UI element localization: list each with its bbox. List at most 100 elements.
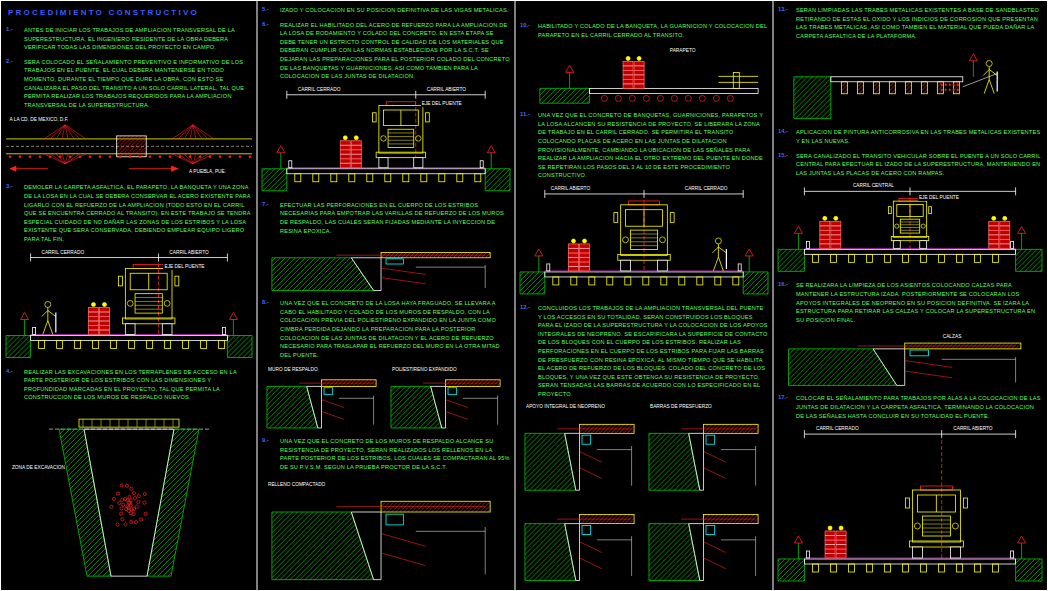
drawing-line bbox=[336, 506, 485, 507]
drawing-circle bbox=[953, 84, 955, 86]
drawing-line bbox=[681, 519, 755, 520]
drawing-line bbox=[630, 233, 657, 234]
drawing-rect bbox=[582, 525, 591, 534]
drawing-rect bbox=[909, 541, 963, 547]
drawing-line bbox=[339, 398, 374, 399]
drawing-line bbox=[704, 558, 726, 569]
drawing-line bbox=[99, 330, 109, 331]
drawing-line bbox=[388, 140, 414, 141]
illustration-section bbox=[778, 430, 1042, 581]
drawing-shape bbox=[520, 272, 545, 294]
step-text: APLICACION DE PINTURA ANTICORROSIVA EN L… bbox=[796, 128, 1042, 145]
drawing-shape bbox=[147, 429, 199, 576]
drawing-rect bbox=[679, 277, 685, 285]
drawing-line bbox=[718, 82, 758, 83]
drawing-rect bbox=[623, 79, 633, 88]
callout-label: CARRIL ABIERTO bbox=[168, 250, 209, 256]
drawing-line bbox=[110, 419, 111, 427]
drawing-rect bbox=[715, 277, 721, 285]
step-number: 6.- bbox=[262, 21, 269, 27]
callout-label: CARRIL CENTRAL bbox=[852, 183, 895, 189]
drawing-line bbox=[634, 74, 644, 75]
drawing-circle bbox=[921, 224, 925, 228]
drawing-shape bbox=[689, 524, 704, 581]
drawing-circle bbox=[137, 495, 140, 498]
drawing-rect bbox=[848, 564, 854, 572]
drawing-rect bbox=[289, 161, 292, 168]
drawing-rect bbox=[621, 205, 668, 256]
drawing-rect bbox=[938, 564, 944, 572]
drawing-rect bbox=[403, 174, 409, 182]
drawing-rect bbox=[697, 277, 703, 285]
drawing-rect bbox=[623, 61, 633, 70]
drawing-rect bbox=[351, 150, 361, 159]
drawing-shape bbox=[1016, 559, 1042, 581]
drawing-rect bbox=[553, 277, 559, 285]
drawing-rect bbox=[643, 277, 649, 285]
step-text: UNA VEZ QUE EL CONCRETO DE LOS MUROS DE … bbox=[280, 437, 510, 471]
drawing-circle bbox=[626, 56, 630, 60]
drawing-line bbox=[336, 255, 485, 256]
drawing-line bbox=[825, 535, 835, 536]
drawing-line bbox=[713, 257, 718, 271]
drawing-line bbox=[580, 451, 602, 462]
drawing-rect bbox=[589, 277, 595, 285]
drawing-circle bbox=[127, 501, 130, 504]
drawing-rect bbox=[893, 241, 900, 249]
drawing-circle bbox=[133, 497, 136, 500]
drawing-line bbox=[322, 400, 344, 408]
drawing-rect bbox=[351, 141, 361, 150]
drawing-rect bbox=[372, 113, 376, 122]
drawing-line bbox=[983, 69, 989, 75]
step-text: SERA CANALIZADO EL TRANSITO VEHICULAR SO… bbox=[796, 152, 1042, 178]
drawing-circle bbox=[143, 501, 146, 504]
step-text: CONCLUIDOS LOS TRABAJOS DE LA AMPLIACION… bbox=[538, 304, 768, 399]
callout-label: CARRIL CERRADO bbox=[815, 426, 860, 432]
drawing-rect bbox=[912, 547, 922, 558]
step-text: SERA COLOCADO EL SEÑALAMIENTO PREVENTIVO… bbox=[24, 58, 252, 110]
drawing-rect bbox=[625, 277, 631, 285]
illustration-excav bbox=[49, 419, 209, 576]
drawing-rect bbox=[448, 388, 457, 395]
drawing-line bbox=[569, 248, 579, 249]
drawing-line bbox=[485, 265, 486, 288]
drawing-circle bbox=[99, 156, 101, 158]
drawing-rect bbox=[706, 525, 715, 534]
drawing-line bbox=[491, 153, 492, 169]
drawing-line bbox=[485, 91, 486, 99]
drawing-line bbox=[544, 190, 545, 198]
drawing-line bbox=[831, 234, 841, 235]
column-divider bbox=[257, 0, 258, 591]
drawing-rect bbox=[820, 221, 830, 230]
drawing-line bbox=[989, 234, 999, 235]
drawing-line bbox=[172, 125, 193, 139]
drawing-line bbox=[631, 536, 632, 576]
drawing-shape bbox=[21, 313, 29, 320]
drawing-line bbox=[88, 330, 98, 331]
drawing-rect bbox=[893, 201, 926, 237]
drawing-rect bbox=[900, 219, 919, 233]
drawing-circle bbox=[986, 60, 992, 66]
drawing-circle bbox=[629, 95, 635, 101]
drawing-rect bbox=[383, 110, 418, 126]
drawing-circle bbox=[416, 136, 422, 142]
drawing-rect bbox=[1011, 241, 1014, 248]
drawing-line bbox=[989, 79, 994, 93]
step-number: 13.- bbox=[778, 6, 788, 12]
drawing-line bbox=[557, 519, 631, 520]
drawing-circle bbox=[89, 156, 91, 158]
drawing-line bbox=[644, 190, 645, 198]
drawing-rect bbox=[75, 341, 81, 349]
illustration-section bbox=[6, 254, 252, 358]
drawing-circle bbox=[713, 95, 719, 101]
drawing-circle bbox=[144, 512, 147, 515]
drawing-rect bbox=[614, 213, 618, 223]
drawing-circle bbox=[637, 56, 641, 60]
drawing-rect bbox=[582, 435, 591, 444]
drawing-shape bbox=[227, 336, 252, 358]
drawing-line bbox=[14, 168, 48, 169]
drawing-rect bbox=[386, 102, 415, 106]
drawing-rect bbox=[313, 174, 319, 182]
callout-label: CARRIL CERRADO bbox=[297, 87, 342, 93]
step-text: EFECTUAR LAS PERFORACIONES EN EL CUERPO … bbox=[280, 201, 510, 235]
